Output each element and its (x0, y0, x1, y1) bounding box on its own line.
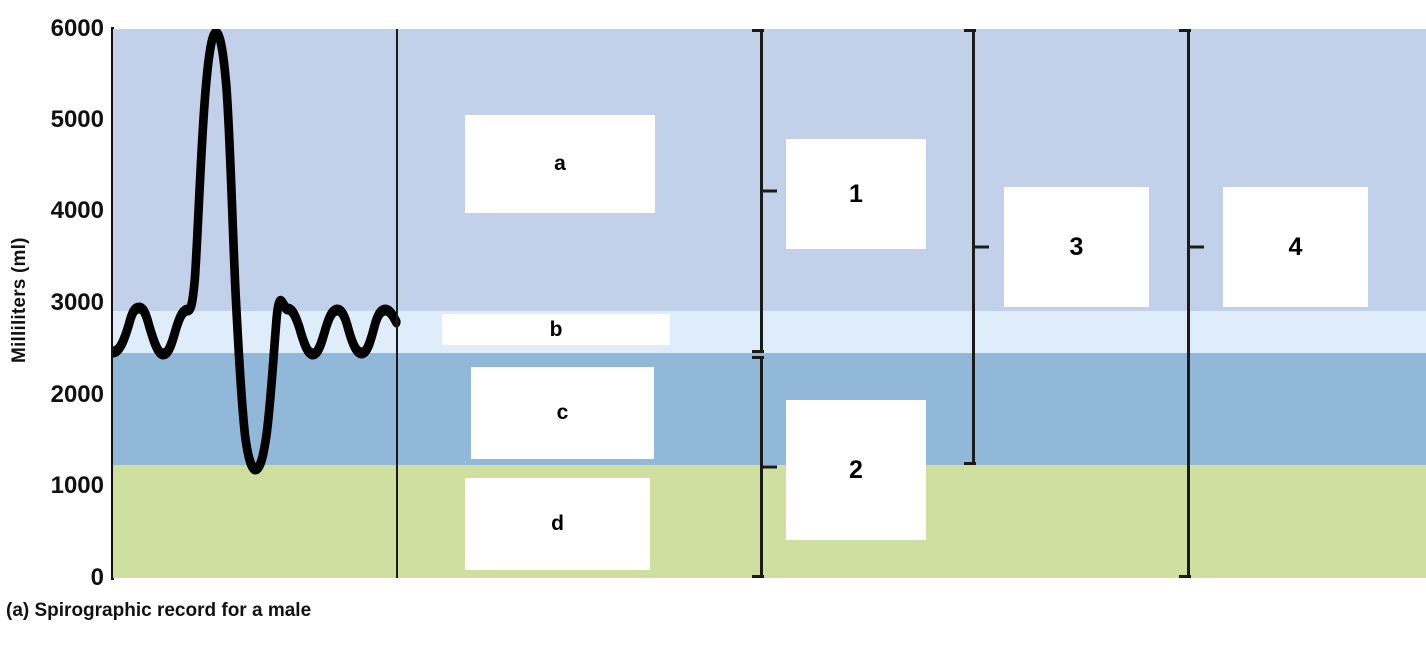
label-box-2: 2 (786, 400, 926, 540)
bracket-1-bottom-arm (752, 350, 764, 353)
label-box-a: a (465, 115, 655, 213)
bracket-4-stem (1187, 29, 1190, 578)
bracket-1-pointer (761, 189, 777, 193)
y-tick-4000: 4000 (50, 197, 104, 224)
y-tick-2000: 2000 (50, 381, 104, 408)
label-box-d: d (465, 478, 650, 570)
y-tick-5000: 5000 (50, 106, 104, 133)
y-tick-6000: 6000 (50, 15, 104, 42)
y-axis-tick-labels: 6000 5000 4000 3000 2000 1000 0 (0, 0, 104, 650)
y-tick-3000: 3000 (50, 289, 104, 316)
y-tick-1000: 1000 (50, 472, 104, 499)
y-axis-line (111, 27, 114, 580)
bracket-1-top-arm (752, 29, 764, 32)
band-residual-volume (113, 465, 1426, 578)
label-box-4: 4 (1223, 187, 1368, 307)
record-divider-line (396, 29, 398, 578)
label-box-d-text: d (551, 512, 564, 535)
label-box-b: b (442, 314, 670, 345)
label-box-4-text: 4 (1288, 232, 1303, 261)
label-box-b-text: b (549, 317, 563, 341)
bracket-2-top-arm (752, 356, 764, 359)
label-box-c-text: c (556, 401, 569, 424)
bracket-3-top-arm (964, 29, 976, 32)
label-box-a-text: a (554, 152, 566, 175)
bracket-3-bottom-arm (964, 462, 976, 465)
bracket-1 (752, 29, 777, 353)
label-box-3-text: 3 (1069, 232, 1084, 261)
bracket-2 (752, 356, 777, 578)
bracket-4 (1179, 29, 1204, 578)
bracket-4-top-arm (1179, 29, 1191, 32)
bracket-2-bottom-arm (752, 575, 764, 578)
label-box-2-text: 2 (849, 455, 863, 484)
bracket-2-pointer (761, 465, 777, 469)
bracket-3-pointer (973, 245, 989, 249)
label-box-1-text: 1 (849, 179, 863, 208)
figure-caption: (a) Spirographic record for a male (6, 600, 312, 621)
plot-area: a b c d 1 2 (113, 29, 1426, 578)
bracket-4-bottom-arm (1179, 575, 1191, 578)
bracket-3 (964, 29, 989, 465)
y-tick-0: 0 (90, 564, 104, 591)
bracket-4-pointer (1188, 245, 1204, 249)
label-box-c: c (471, 367, 654, 459)
y-axis-title: Milliliters (ml) (9, 237, 30, 363)
label-box-3: 3 (1004, 187, 1149, 307)
label-box-1: 1 (786, 139, 926, 249)
